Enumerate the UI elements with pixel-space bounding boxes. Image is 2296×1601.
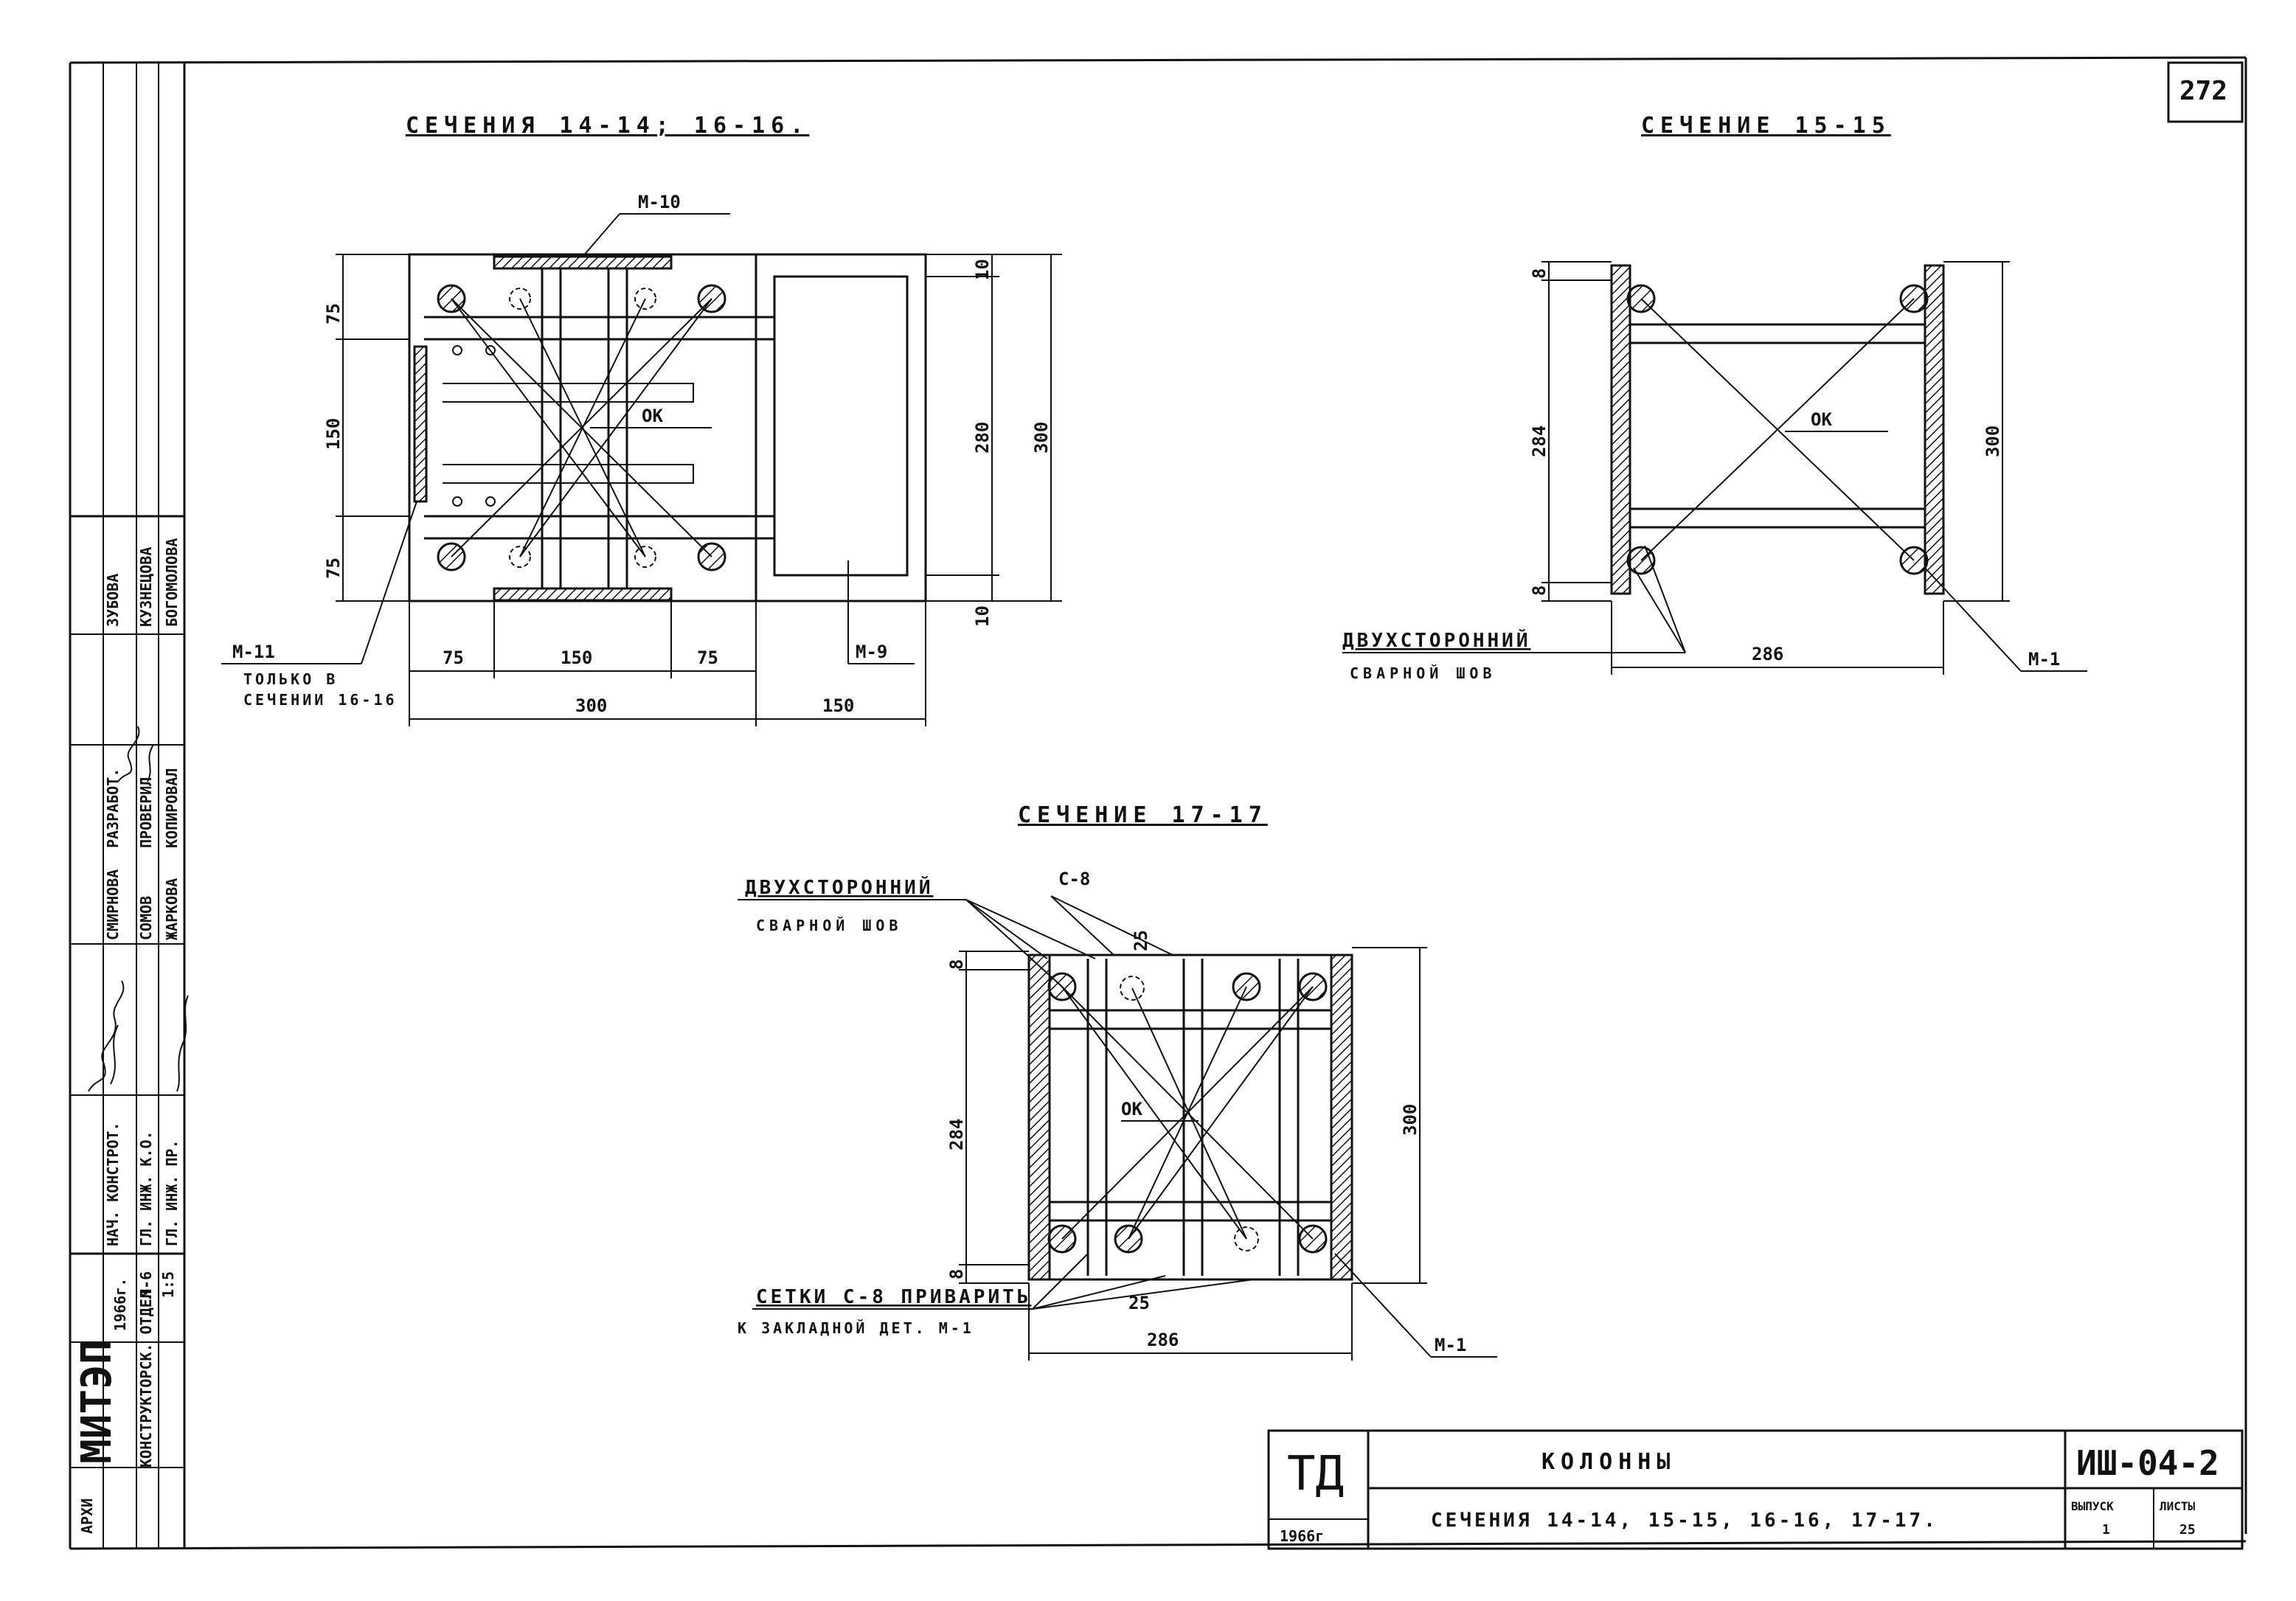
- section-b-mark: М-1: [2028, 649, 2060, 670]
- page-number: 272: [2179, 76, 2227, 106]
- stamp-name-3: ЖАРКОВА: [163, 878, 181, 940]
- section-b-dim-top: 8: [1529, 268, 1550, 279]
- section-a-dim-right-1: 10: [972, 259, 993, 280]
- title-sheet-label: ЛИСТЫ: [2160, 1499, 2196, 1513]
- section-c-note-1: СЕТКИ С-8 ПРИВАРИТЬ: [756, 1286, 1031, 1308]
- section-a-dim-left-1: 75: [323, 303, 344, 324]
- title-name: КОЛОННЫ: [1541, 1449, 1676, 1475]
- section-c-dim-right: 300: [1400, 1104, 1421, 1136]
- stamp-dept: КОНСТРУКТОРСК. ОТДЕЛ: [137, 1290, 155, 1468]
- title-sheet-val: 25: [2179, 1522, 2196, 1538]
- section-a-ok-label: ОК: [642, 406, 663, 426]
- title-issue-val: 1: [2102, 1522, 2110, 1538]
- stamp-name2-3: БОГОМОЛОВА: [163, 538, 181, 627]
- stamp-name2-2: КУЗНЕЦОВА: [137, 547, 155, 627]
- signature-1: [88, 980, 125, 1092]
- stamp-archive: АРХИ: [78, 1498, 96, 1534]
- sheet-frame: [69, 56, 2247, 1550]
- section-c-dim-left: 284: [946, 1119, 967, 1150]
- section-a-dim-right-3: 10: [972, 605, 993, 627]
- stamp-role-1: НАЧ. КОНСТРОТ.: [104, 1122, 122, 1246]
- section-a-note-1: ТОЛЬКО В: [243, 670, 338, 688]
- stamp-role-2: ГЛ. ИНЖ. К.О.: [137, 1131, 155, 1246]
- section-b-title: СЕЧЕНИЕ 15-15: [1641, 113, 1891, 139]
- section-b: СЕЧЕНИЕ 15-15 ОК 8 284 8 300 286: [1342, 113, 2087, 682]
- section-c-dim-top: 8: [946, 959, 967, 970]
- section-c-dim-width: 286: [1147, 1330, 1179, 1350]
- section-b-ok-label: ОК: [1811, 409, 1832, 430]
- section-c-mark: М-1: [1435, 1335, 1466, 1355]
- section-b-weld-1: ДВУХСТОРОННИЙ: [1342, 628, 1531, 652]
- section-c-mark-mesh: С-8: [1058, 869, 1090, 889]
- signature-3: [176, 995, 189, 1092]
- section-a-dim-right-total: 150: [822, 695, 854, 716]
- section-a-title: СЕЧЕНИЯ 14-14; 16-16.: [406, 113, 809, 139]
- section-a-mark-right: М-9: [856, 642, 887, 662]
- section-c-ok-label: ОК: [1121, 1099, 1142, 1119]
- title-subtitle: СЕЧЕНИЯ 14-14, 15-15, 16-16, 17-17.: [1431, 1510, 1938, 1532]
- title-code: ИШ-04-2: [2076, 1443, 2219, 1483]
- signature-2: [117, 726, 154, 782]
- stamp-date: 1966г.: [111, 1278, 129, 1331]
- title-td: ТД: [1287, 1447, 1344, 1501]
- section-a-dim-right-2: 280: [972, 422, 993, 454]
- section-a-dim-bottom-1: 75: [443, 647, 464, 668]
- stamp-role2-3: КОПИРОВАЛ: [163, 768, 181, 848]
- stamp-scale-1: М-6: [137, 1271, 155, 1298]
- stamp-role2-2: ПРОВЕРИЛ: [137, 777, 155, 848]
- side-stamp: МИТЭП КОНСТРУКТОРСК. ОТДЕЛ АРХИ 1966г. М…: [70, 515, 189, 1534]
- section-a-dim-left-2: 150: [323, 418, 344, 450]
- section-a-dim-bottom-3: 75: [697, 647, 718, 668]
- title-year: 1966г: [1280, 1527, 1324, 1545]
- section-c-dim-bottom: 8: [946, 1269, 967, 1279]
- title-issue-label: ВЫПУСК: [2071, 1499, 2114, 1513]
- section-a-dim-bottom-2: 150: [561, 647, 592, 668]
- section-a-mark-left: М-11: [232, 642, 275, 662]
- section-b-dim-width: 286: [1752, 644, 1783, 664]
- section-c: СЕЧЕНИЕ 17-17 ОК: [738, 802, 1497, 1361]
- section-c-dim-25-top: 25: [1131, 930, 1151, 951]
- title-block: ТД 1966г КОЛОННЫ СЕЧЕНИЯ 14-14, 15-15, 1…: [1267, 1429, 2244, 1550]
- page-number-box: 272: [2167, 61, 2244, 123]
- section-c-weld-2: СВАРНОЙ ШОВ: [756, 917, 902, 934]
- stamp-org: МИТЭП: [73, 1339, 121, 1464]
- section-c-title: СЕЧЕНИЕ 17-17: [1018, 802, 1268, 828]
- stamp-role-3: ГЛ. ИНЖ. ПР.: [163, 1140, 181, 1247]
- section-a-dim-right-4: 300: [1031, 422, 1052, 454]
- section-a-dim-total: 300: [575, 695, 607, 716]
- section-a-mark-top: М-10: [638, 192, 681, 212]
- section-b-dim-left: 284: [1529, 426, 1550, 457]
- section-a: СЕЧЕНИЯ 14-14; 16-16.: [221, 113, 1062, 726]
- stamp-name2-1: ЗУБОВА: [104, 574, 122, 627]
- section-b-weld-2: СВАРНОЙ ШОВ: [1350, 664, 1496, 682]
- section-c-weld-1: ДВУХСТОРОННИЙ: [745, 875, 934, 899]
- stamp-scale-2: 1:5: [159, 1271, 177, 1298]
- stamp-name-2: СОМОВ: [137, 896, 155, 940]
- section-b-dim-bottom: 8: [1529, 586, 1550, 596]
- stamp-name-1: СМИРНОВА: [104, 869, 122, 940]
- section-a-note-2: СЕЧЕНИИ 16-16: [243, 691, 398, 709]
- section-c-note-2: К ЗАКЛАДНОЙ ДЕТ. М-1: [738, 1319, 974, 1337]
- section-b-dim-right: 300: [1983, 426, 2003, 457]
- section-a-dim-left-3: 75: [323, 558, 344, 579]
